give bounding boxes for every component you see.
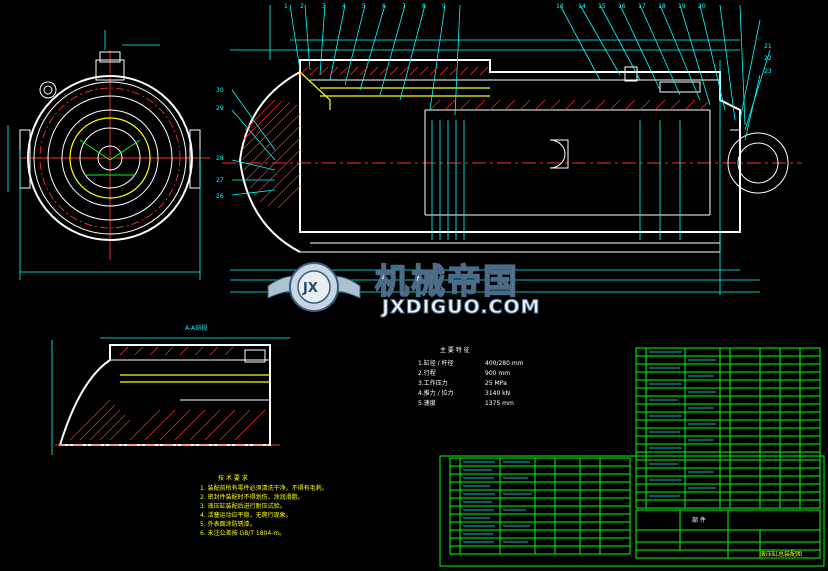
tech-params-title: 主 要 特 征 <box>440 346 470 354</box>
bom-table-left <box>449 457 631 555</box>
svg-text:21: 21 <box>764 43 772 50</box>
main-section-view <box>222 4 802 295</box>
tech-parameters: 主 要 特 征 1.缸径 / 杆径 400/280 mm 2.行程 900 mm… <box>418 346 524 407</box>
svg-text:1: 1 <box>284 3 288 10</box>
svg-text:19: 19 <box>678 3 686 10</box>
svg-text:27: 27 <box>216 177 224 184</box>
param-label-3: 3.工作压力 <box>418 379 448 387</box>
param-label-5: 5.速度 <box>418 399 436 407</box>
svg-text:29: 29 <box>216 105 224 112</box>
param-value-4: 3140 kN <box>485 390 510 397</box>
logo-icon-text: JX <box>302 281 318 296</box>
svg-text:4: 4 <box>342 3 346 10</box>
tech-req-title: 技 术 要 求 <box>218 474 248 482</box>
tech-requirements: 技 术 要 求 1. 装配前所有零件必须清洗干净，不得有毛刺。 2. 密封件装配… <box>200 474 328 537</box>
main-section-hatch <box>241 66 711 209</box>
svg-text:3: 3 <box>322 3 326 10</box>
svg-text:15: 15 <box>598 3 606 10</box>
svg-text:9: 9 <box>442 3 446 10</box>
svg-text:22: 22 <box>764 55 772 62</box>
svg-text:2: 2 <box>300 3 304 10</box>
svg-text:20: 20 <box>698 3 706 10</box>
drawing-border <box>439 455 825 567</box>
section-a-a-view: A-A剖视 <box>51 324 290 455</box>
svg-text:7: 7 <box>402 3 406 10</box>
param-value-5: 1375 mm <box>485 400 514 407</box>
svg-text:26: 26 <box>216 193 224 200</box>
tech-req-line-5: 5. 外表面涂防锈漆。 <box>200 520 256 528</box>
svg-text:30: 30 <box>216 87 224 94</box>
svg-text:28: 28 <box>216 155 224 162</box>
param-value-2: 900 mm <box>485 370 510 377</box>
bom-title: 部 件 <box>692 516 706 524</box>
svg-text:18: 18 <box>658 3 666 10</box>
tech-req-line-3: 3. 液压缸装配后进行耐压试验。 <box>200 502 286 510</box>
param-label-2: 2.行程 <box>418 369 436 377</box>
svg-text:16: 16 <box>618 3 626 10</box>
svg-text:6: 6 <box>382 3 386 10</box>
bom-table-right <box>635 347 821 509</box>
title-block: 部 件 液压缸总装配图 <box>635 509 821 559</box>
svg-text:23: 23 <box>764 68 772 75</box>
param-value-1: 400/280 mm <box>485 360 524 367</box>
tech-req-line-2: 2. 密封件装配时不得划伤，涂润滑脂。 <box>200 493 304 501</box>
tech-req-line-6: 6. 未注公差按 GB/T 1804-m。 <box>200 529 285 537</box>
part-number-labels: 1 2 3 4 5 6 7 8 9 13 14 15 16 17 18 19 2… <box>216 3 772 200</box>
svg-text:13: 13 <box>556 3 564 10</box>
drawing-name: 液压缸总装配图 <box>760 550 802 558</box>
svg-text:5: 5 <box>362 3 366 10</box>
logo-url: JXDIGUO.COM <box>380 296 541 318</box>
param-label-1: 1.缸径 / 杆径 <box>418 359 454 367</box>
param-value-3: 25 MPa <box>485 380 507 387</box>
watermark-logo: JX 机械帝国 JXDIGUO.COM <box>267 261 541 319</box>
section-label: A-A剖视 <box>185 324 207 332</box>
tech-req-line-1: 1. 装配前所有零件必须清洗干净，不得有毛刺。 <box>200 484 328 492</box>
svg-text:8: 8 <box>422 3 426 10</box>
front-view <box>7 30 210 280</box>
param-label-4: 4.推力 / 拉力 <box>418 389 454 397</box>
svg-text:14: 14 <box>578 3 586 10</box>
svg-text:17: 17 <box>638 3 646 10</box>
logo-title: 机械帝国 <box>375 262 519 302</box>
tech-req-line-4: 4. 活塞运动应平稳，无爬行现象。 <box>200 511 292 519</box>
